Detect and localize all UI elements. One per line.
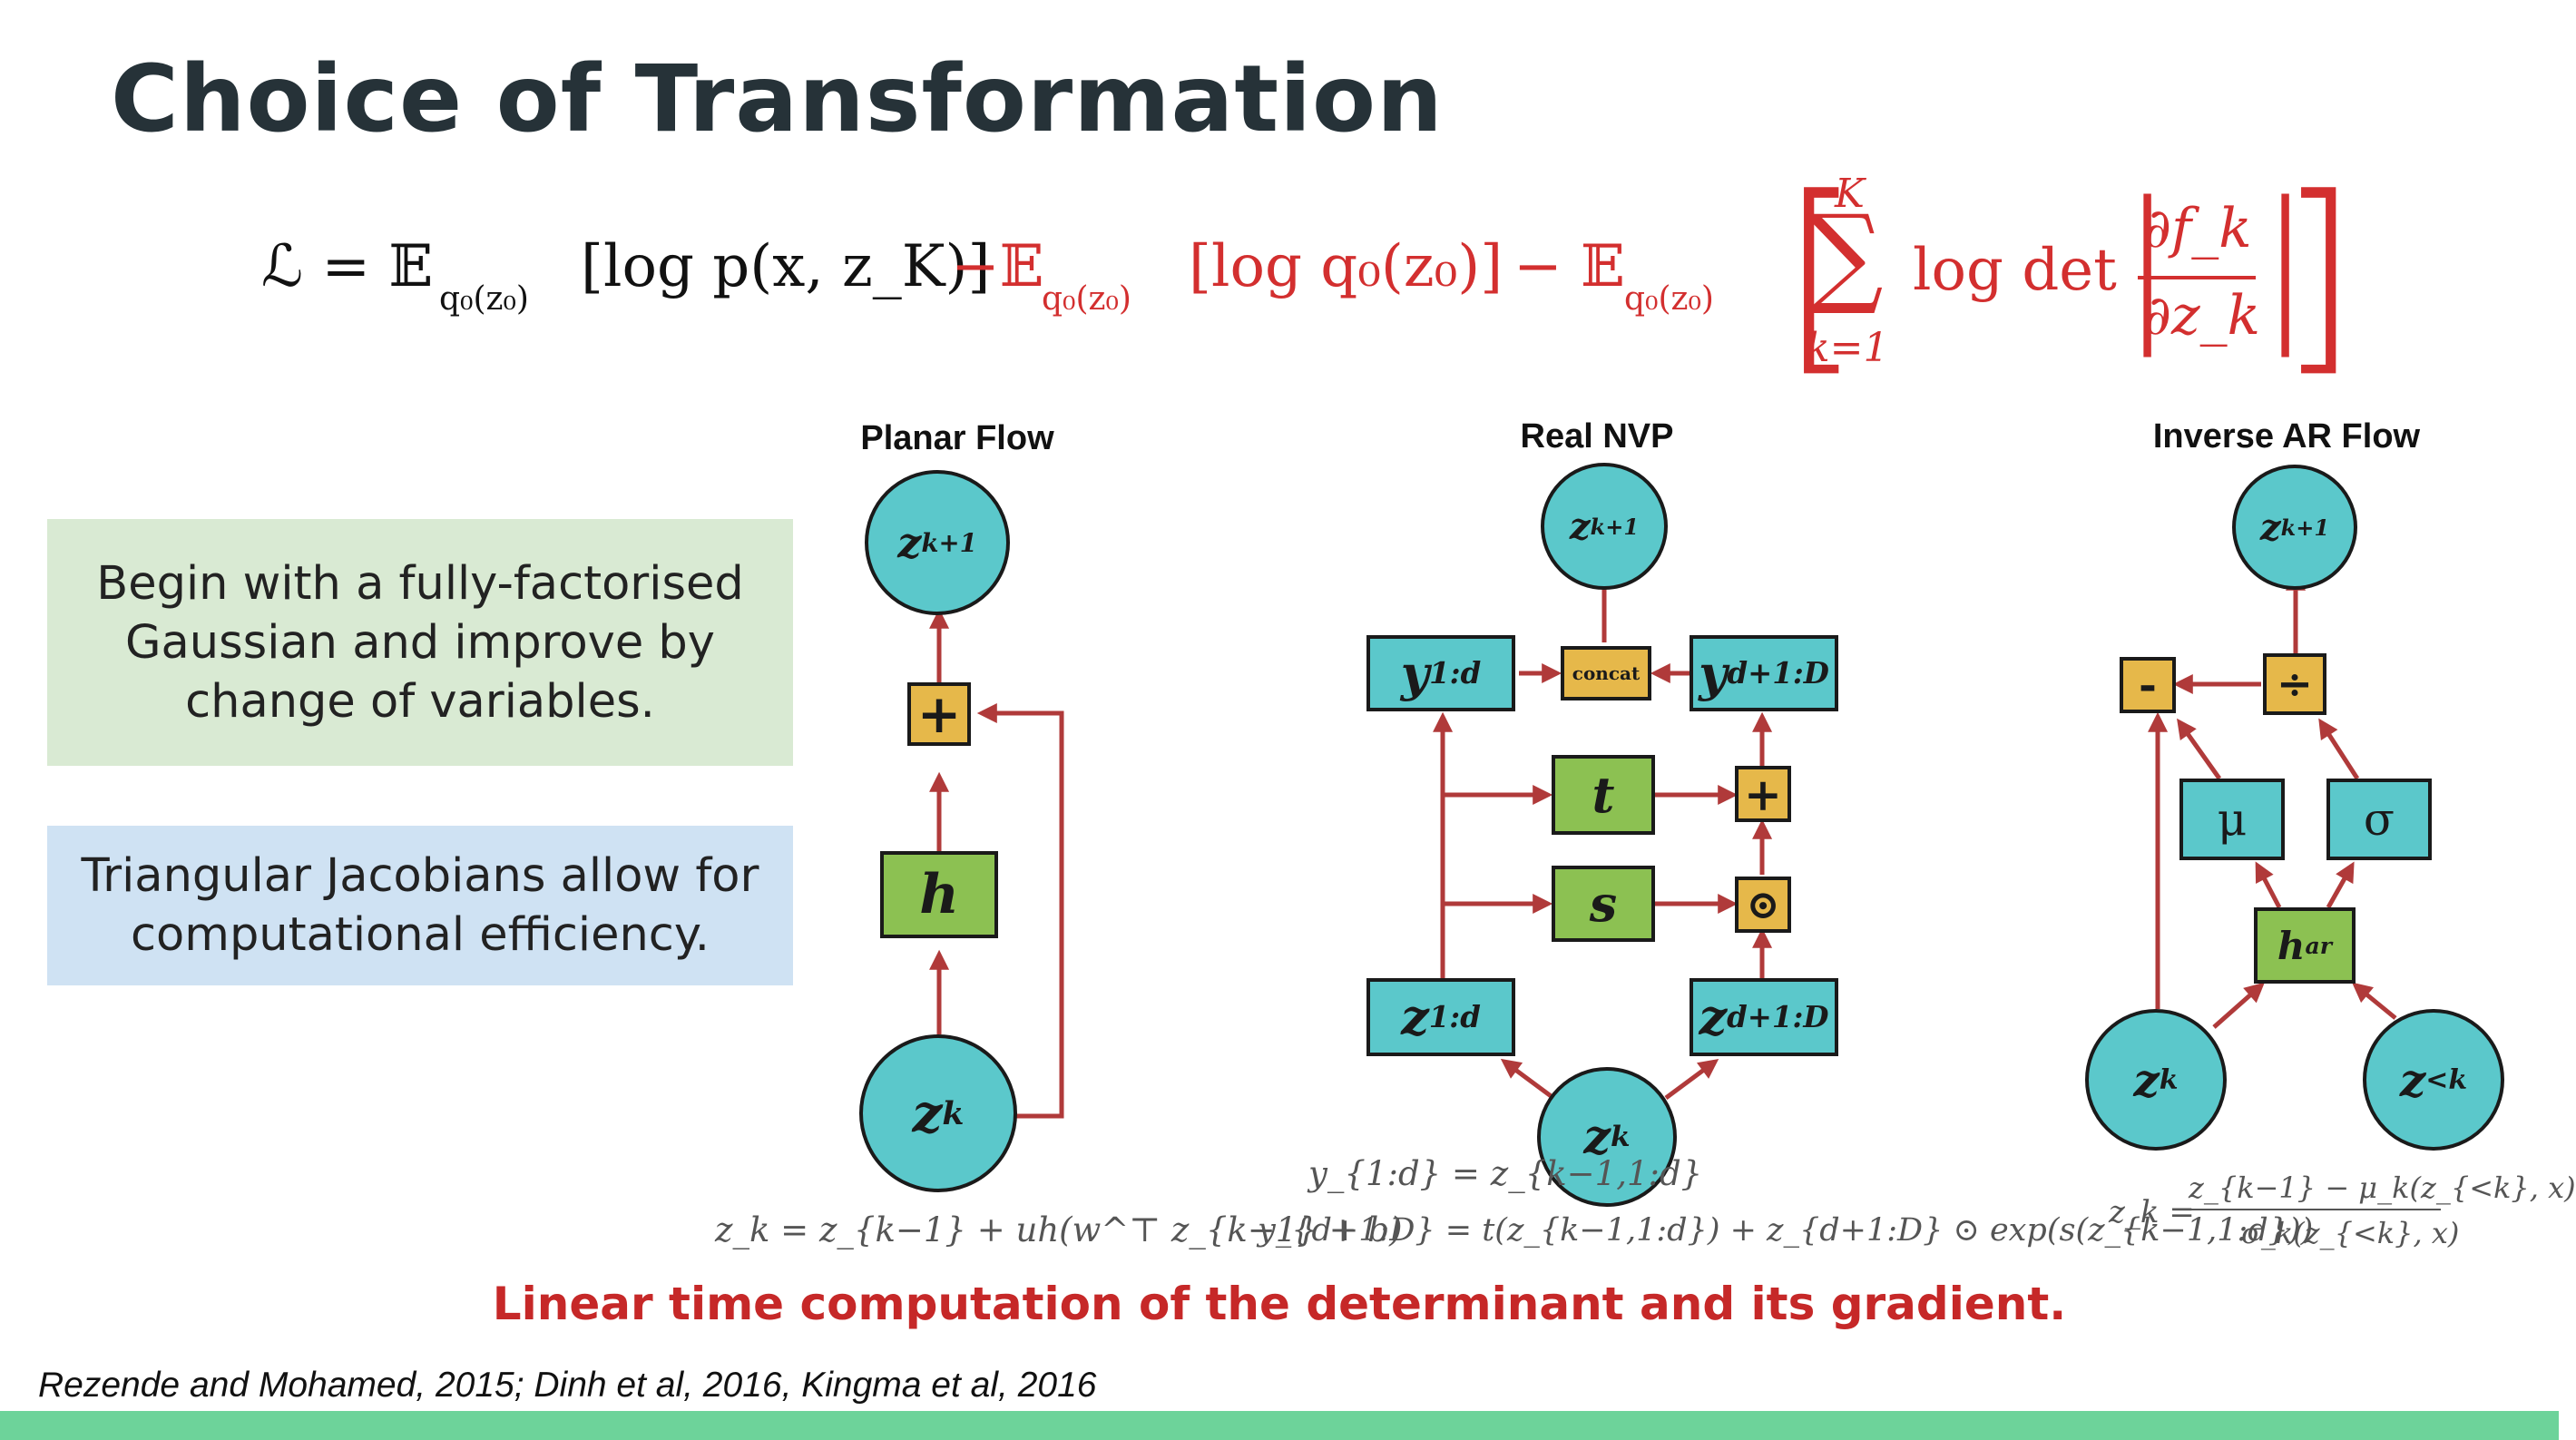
eq-frac-num: ∂f_k bbox=[2143, 197, 2252, 260]
determinant-note: Linear time computation of the determina… bbox=[492, 1278, 2067, 1330]
iaf-zlt-node: z<k bbox=[2363, 1009, 2504, 1151]
planar-z-next-label: z bbox=[897, 518, 922, 567]
iaf-z-next-label: z bbox=[2259, 505, 2281, 549]
realnvp-z2-label: z bbox=[1699, 988, 1728, 1046]
eq-lhs: ℒ = 𝔼 bbox=[261, 233, 434, 300]
planar-flow-title: Planar Flow bbox=[860, 419, 1054, 457]
iaf-zlt-label: z bbox=[2399, 1053, 2426, 1107]
callout-factorised-gaussian: Begin with a fully-factorised Gaussian a… bbox=[47, 519, 793, 766]
eq-term3-sub: q₀(z₀) bbox=[1624, 280, 1714, 318]
planar-formula: z_k = z_{k−1} + uh(w^⊤ z_{k−1} + b) bbox=[715, 1210, 1403, 1249]
iaf-formula-lhs: z_k = bbox=[2109, 1194, 2195, 1230]
iaf-zk-label: z bbox=[2133, 1053, 2160, 1107]
planar-h-node: h bbox=[880, 851, 998, 938]
realnvp-z1-label: z bbox=[1401, 988, 1429, 1046]
iaf-title: Inverse AR Flow bbox=[2152, 417, 2421, 456]
realnvp-odot-node: ⊙ bbox=[1735, 877, 1791, 933]
eq-term1: [log p(x, z_K)] bbox=[581, 233, 991, 300]
footer-bar bbox=[0, 1411, 2559, 1440]
eq-term2-sub: q₀(z₀) bbox=[1042, 280, 1131, 318]
realnvp-zk-label: z bbox=[1583, 1109, 1611, 1165]
iaf-mu-node: μ bbox=[2179, 779, 2285, 860]
realnvp-t-node: t bbox=[1552, 755, 1655, 835]
iaf-divide-node: ÷ bbox=[2263, 653, 2326, 715]
eq-sum-symbol: ∑ bbox=[1806, 192, 1884, 318]
realnvp-s-node: s bbox=[1552, 866, 1655, 942]
eq-term1-sub: q₀(z₀) bbox=[439, 280, 529, 318]
iaf-formula-num: z_{k−1} − μ_k(z_{<k}, x) bbox=[2189, 1171, 2576, 1205]
planar-zk-label: z bbox=[912, 1082, 943, 1144]
realnvp-formula-2: y_{d+1:D} = t(z_{k−1,1:d}) + z_{d+1:D} ⊙… bbox=[1258, 1212, 2314, 1249]
eq-sum-top: K bbox=[1835, 171, 1865, 217]
references: Rezende and Mohamed, 2015; Dinh et al, 2… bbox=[38, 1366, 1097, 1405]
iaf-har-label: h bbox=[2277, 923, 2306, 968]
callout-blue-text: Triangular Jacobians allow for computati… bbox=[81, 849, 759, 962]
realnvp-plus-node: + bbox=[1735, 766, 1791, 822]
callout-triangular-jacobians: Triangular Jacobians allow for computati… bbox=[47, 826, 793, 985]
eq-minus2: − 𝔼 bbox=[1513, 233, 1625, 300]
realnvp-title: Real NVP bbox=[1520, 417, 1674, 456]
iaf-minus-node: - bbox=[2120, 657, 2176, 713]
realnvp-concat-node: concat bbox=[1561, 646, 1651, 700]
realnvp-z-next-label: z bbox=[1569, 504, 1591, 548]
realnvp-y2-label: y bbox=[1699, 644, 1728, 702]
planar-plus-node: + bbox=[907, 682, 971, 746]
slide-title: Choice of Transformation bbox=[111, 45, 1444, 153]
eq-logdet: log det bbox=[1913, 237, 2117, 304]
eq-frac-den: ∂z_k bbox=[2143, 284, 2260, 348]
eq-term2: [log q₀(z₀)] bbox=[1189, 233, 1503, 300]
realnvp-y1-label: y bbox=[1400, 644, 1430, 702]
callout-green-text: Begin with a fully-factorised Gaussian a… bbox=[96, 556, 744, 729]
eq-minus1: −𝔼 bbox=[951, 233, 1044, 300]
iaf-sigma-node: σ bbox=[2326, 779, 2432, 860]
eq-sum-bottom: k=1 bbox=[1806, 325, 1889, 371]
iaf-formula-den: σ_k(z_{<k}, x) bbox=[2241, 1216, 2460, 1250]
realnvp-formula-1: y_{1:d} = z_{k−1,1:d} bbox=[1308, 1154, 1703, 1193]
